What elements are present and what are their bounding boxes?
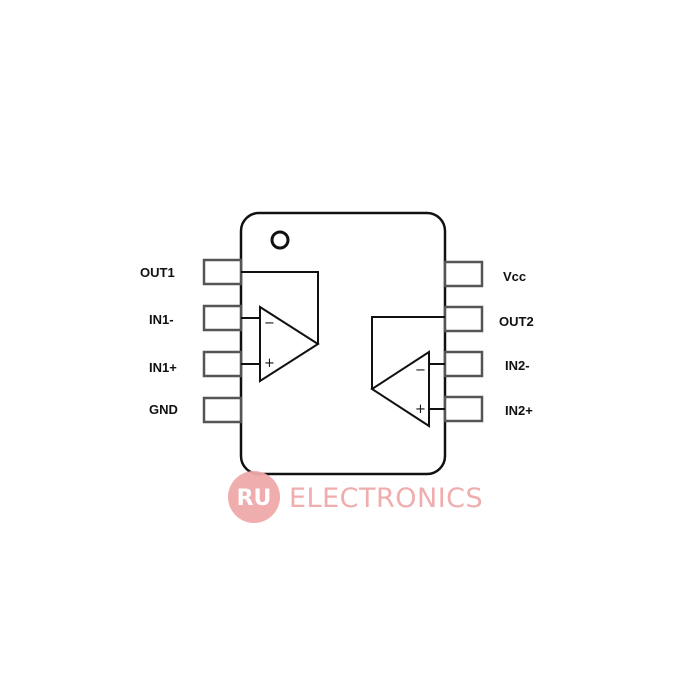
- label-in1-minus: IN1-: [149, 312, 174, 327]
- ic-package-body: [239, 211, 447, 476]
- watermark-badge-circle: [228, 471, 280, 523]
- watermark-text: ELECTRONICS: [289, 483, 483, 514]
- opamp-2: − +: [370, 316, 445, 428]
- opamp1-plus-sign: +: [264, 356, 275, 371]
- pin-gnd: [202, 396, 243, 424]
- opamp2-output-wire: [371, 316, 445, 389]
- watermark-logo: RU ELECTRONICS: [228, 471, 483, 523]
- pin1-indicator-dot: [270, 230, 290, 250]
- pin-in1-minus: [202, 304, 243, 332]
- opamp1-minus-sign: −: [264, 316, 275, 331]
- label-out1: OUT1: [140, 265, 175, 280]
- pin-in2-plus: [443, 395, 484, 423]
- pin-vcc: [443, 260, 484, 288]
- opamp2-triangle: [370, 350, 430, 428]
- pin-out2: [443, 305, 484, 333]
- label-in1-plus: IN1+: [149, 360, 177, 375]
- pin-in1-plus: [202, 350, 243, 378]
- opamp-1: − +: [241, 271, 320, 383]
- pin-out1: [202, 258, 243, 286]
- label-vcc: Vcc: [503, 269, 526, 284]
- opamp2-plus-sign: +: [415, 402, 426, 417]
- opamp1-triangle: [259, 305, 320, 383]
- watermark-badge-text: RU: [237, 486, 272, 511]
- opamp2-minus-sign: −: [415, 363, 426, 378]
- opamp1-output-wire: [241, 271, 319, 344]
- label-in2-plus: IN2+: [505, 403, 533, 418]
- label-gnd: GND: [149, 402, 178, 417]
- label-out2: OUT2: [499, 314, 534, 329]
- pin-in2-minus: [443, 350, 484, 378]
- label-in2-minus: IN2-: [505, 358, 530, 373]
